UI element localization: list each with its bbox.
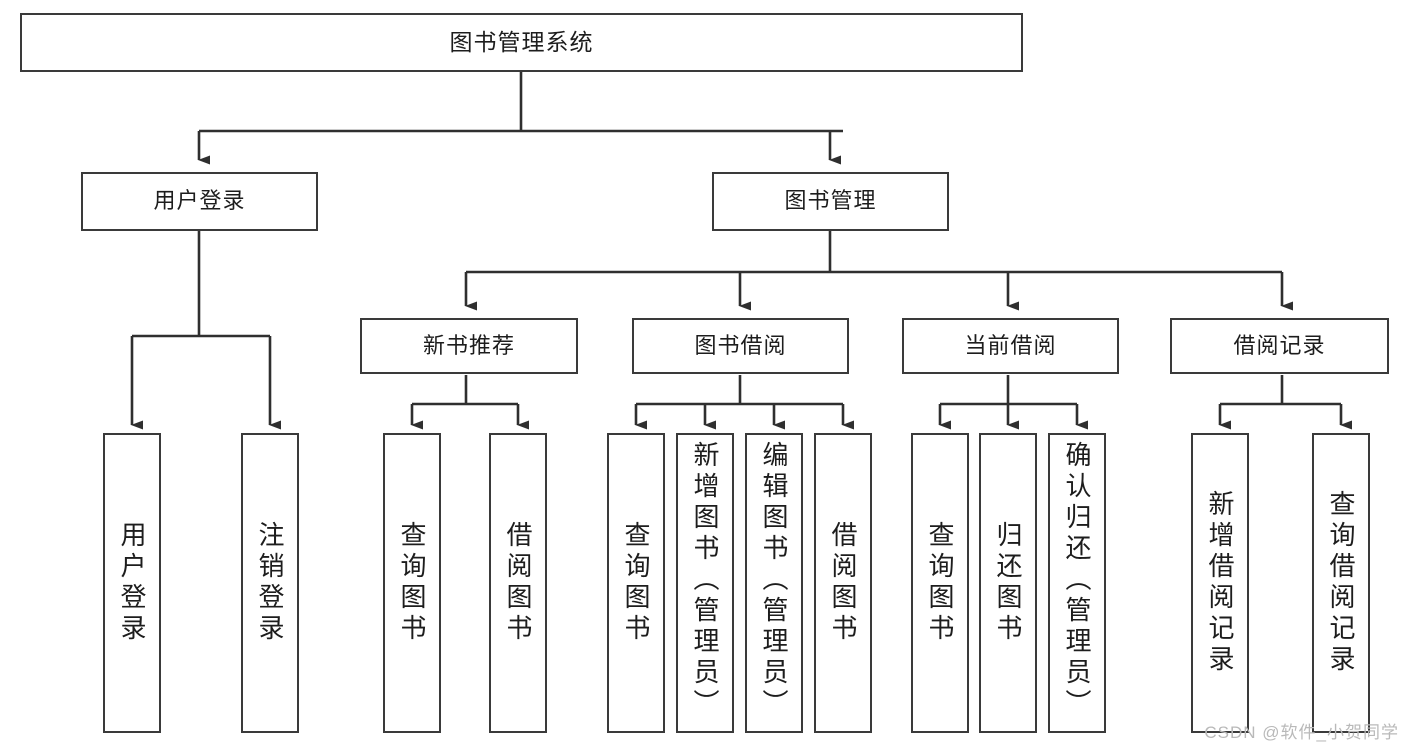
node-user-login[interactable]: 用户登录 [81, 172, 318, 231]
node-borrow-record-label: 借阅记录 [1233, 332, 1326, 358]
leaf-return-book[interactable]: 归还图书 [979, 433, 1037, 733]
leaf-query-book-2[interactable]: 查询图书 [607, 433, 665, 733]
node-book-manage-label: 图书管理 [784, 188, 877, 214]
leaf-logout[interactable]: 注销登录 [241, 433, 299, 733]
node-new-book-recommend-label: 新书推荐 [422, 332, 515, 358]
leaf-query-book-2-label: 查询图书 [621, 521, 651, 645]
leaf-borrow-book-1-label: 借阅图书 [503, 521, 533, 645]
node-current-borrow-label: 当前借阅 [964, 332, 1057, 358]
watermark: CSDN @软件_小贺同学 [1204, 723, 1399, 742]
leaf-query-record-label: 查询借阅记录 [1326, 490, 1356, 676]
node-book-borrow[interactable]: 图书借阅 [632, 318, 849, 374]
leaf-user-login[interactable]: 用户登录 [103, 433, 161, 733]
node-root[interactable]: 图书管理系统 [20, 13, 1023, 72]
leaf-borrow-book-2[interactable]: 借阅图书 [814, 433, 872, 733]
leaf-add-record[interactable]: 新增借阅记录 [1191, 433, 1249, 733]
leaf-query-book-1[interactable]: 查询图书 [383, 433, 441, 733]
node-book-manage[interactable]: 图书管理 [712, 172, 949, 231]
leaf-return-book-label: 归还图书 [993, 521, 1023, 645]
leaf-confirm-return-label: 确认归还（管理员） [1062, 441, 1092, 720]
leaf-add-record-label: 新增借阅记录 [1205, 490, 1235, 676]
leaf-borrow-book-2-label: 借阅图书 [828, 521, 858, 645]
node-user-login-label: 用户登录 [153, 188, 246, 214]
leaf-edit-book[interactable]: 编辑图书（管理员） [745, 433, 803, 733]
leaf-user-login-label: 用户登录 [117, 521, 147, 645]
leaf-logout-label: 注销登录 [255, 521, 285, 645]
node-borrow-record[interactable]: 借阅记录 [1170, 318, 1389, 374]
leaf-add-book-label: 新增图书（管理员） [690, 441, 720, 720]
node-new-book-recommend[interactable]: 新书推荐 [360, 318, 578, 374]
leaf-query-book-3-label: 查询图书 [925, 521, 955, 645]
leaf-query-book-3[interactable]: 查询图书 [911, 433, 969, 733]
leaf-edit-book-label: 编辑图书（管理员） [759, 441, 789, 720]
leaf-query-record[interactable]: 查询借阅记录 [1312, 433, 1370, 733]
node-current-borrow[interactable]: 当前借阅 [902, 318, 1119, 374]
leaf-confirm-return[interactable]: 确认归还（管理员） [1048, 433, 1106, 733]
node-root-label: 图书管理系统 [449, 28, 594, 55]
leaf-query-book-1-label: 查询图书 [397, 521, 427, 645]
node-book-borrow-label: 图书借阅 [694, 332, 787, 358]
leaf-borrow-book-1[interactable]: 借阅图书 [489, 433, 547, 733]
leaf-add-book[interactable]: 新增图书（管理员） [676, 433, 734, 733]
